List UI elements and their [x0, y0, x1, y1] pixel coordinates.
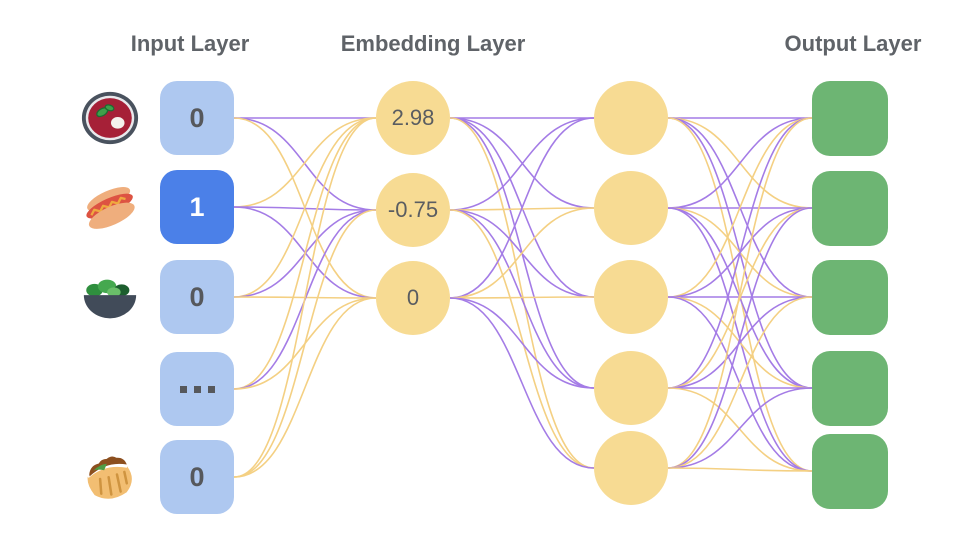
connection-edge — [667, 387, 813, 472]
salad-icon — [79, 266, 141, 328]
connection-edge — [667, 467, 813, 472]
embedding-layer-title: Embedding Layer — [340, 31, 526, 56]
input-layer-title: Input Layer — [130, 31, 250, 56]
connection-edge — [233, 117, 377, 211]
connection-edge — [667, 117, 813, 298]
connection-edge — [449, 117, 595, 299]
stuffed-flatbread-icon — [79, 446, 141, 508]
input-node: 0 — [160, 81, 234, 155]
connection-edge — [233, 117, 377, 298]
output-node — [812, 433, 888, 509]
connection-edge — [233, 297, 377, 478]
connection-edge — [667, 117, 813, 469]
embedding-node — [594, 431, 668, 505]
input-node: 0 — [160, 260, 234, 334]
connection-edge — [667, 117, 813, 389]
connection-edge — [667, 296, 813, 389]
connection-edge — [233, 117, 377, 478]
output-node — [812, 259, 888, 335]
hot-dog-icon — [79, 176, 141, 238]
embedding-node — [594, 260, 668, 334]
connection-edge — [233, 209, 377, 478]
connection-edge — [667, 207, 813, 469]
output-node — [812, 350, 888, 426]
output-layer-title: Output Layer — [784, 31, 922, 56]
output-node — [812, 80, 888, 156]
borscht-soup-icon — [79, 87, 141, 149]
connection-edge — [449, 297, 595, 389]
input-node: 1 — [160, 170, 234, 244]
connection-edge — [449, 117, 595, 211]
connection-edge — [667, 117, 813, 209]
embedding-node-value: -0.75 — [376, 173, 450, 247]
connection-edge — [449, 209, 595, 469]
output-node — [812, 170, 888, 246]
connection-edge — [667, 296, 813, 469]
connection-edge — [667, 207, 813, 389]
connection-edge — [667, 387, 813, 469]
input-node: 0 — [160, 440, 234, 514]
connection-edge — [449, 207, 595, 299]
embedding-node — [594, 171, 668, 245]
embedding-node — [594, 81, 668, 155]
connection-edge — [233, 117, 377, 390]
connection-edge — [449, 296, 595, 299]
embedding-node-value: 2.98 — [376, 81, 450, 155]
ellipsis-dots — [179, 385, 215, 393]
embedding-node-value: 0 — [376, 261, 450, 335]
connection-edge — [449, 209, 595, 389]
input-node — [160, 352, 234, 426]
connection-edge — [449, 117, 595, 469]
connection-edge — [449, 297, 595, 469]
connection-edge — [233, 117, 377, 208]
embedding-node — [594, 351, 668, 425]
